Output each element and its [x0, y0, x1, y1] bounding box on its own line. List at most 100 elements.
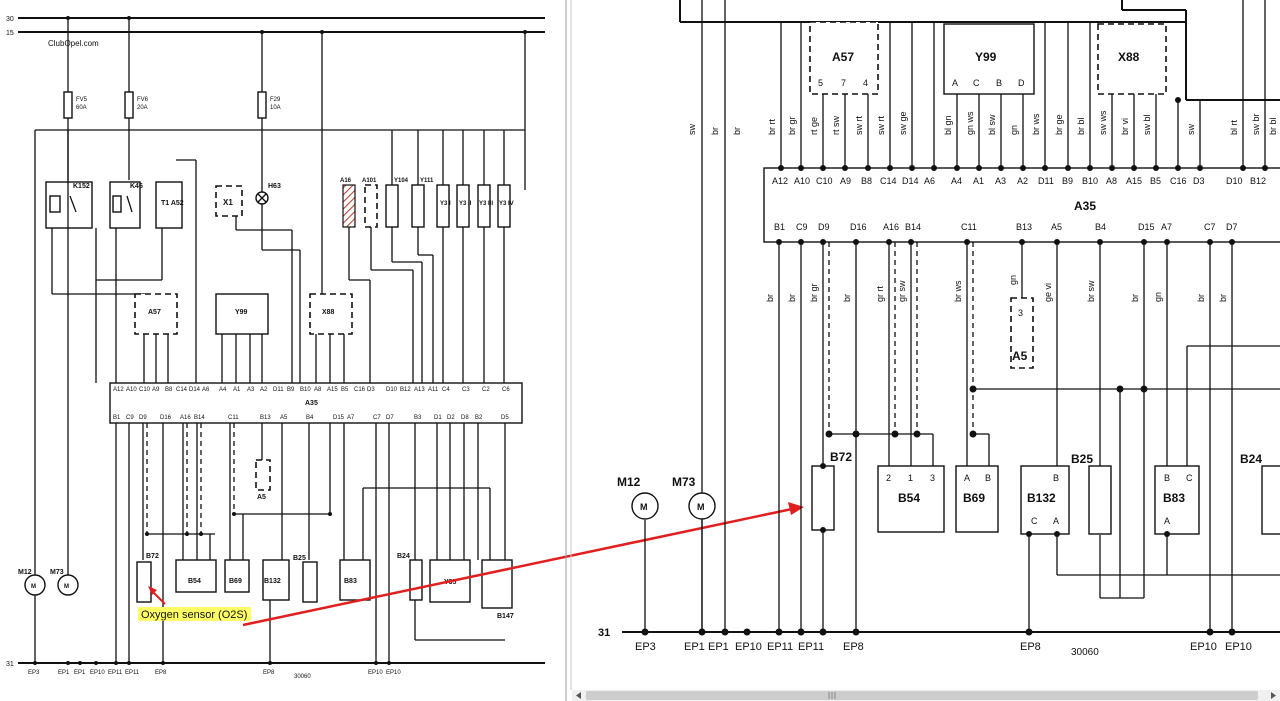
sensor-b132-left: B132: [262, 559, 290, 601]
svg-text:C14: C14: [880, 176, 897, 186]
svg-text:EP10: EP10: [368, 670, 383, 676]
svg-text:A10: A10: [126, 387, 137, 393]
svg-text:B9: B9: [287, 387, 295, 393]
fuse-f29: F29 10A: [257, 91, 281, 119]
svg-text:X88: X88: [322, 309, 335, 316]
svg-text:A6: A6: [924, 176, 935, 186]
svg-text:C7: C7: [1204, 222, 1216, 232]
svg-text:B12: B12: [400, 387, 411, 393]
top-wire-color-labels: sw br br br rt br gr rt ge rt sw sw rt s…: [687, 110, 1278, 135]
svg-text:sw: sw: [687, 124, 697, 136]
svg-text:K152: K152: [73, 183, 90, 190]
ground-rail-31: 31 EP3 EP1 EP1 EP10 EP11 EP11 EP8 EP8 EP…: [598, 627, 1280, 658]
svg-text:FV6: FV6: [137, 97, 149, 103]
sensor-b69: A B B69: [955, 465, 999, 533]
svg-text:A: A: [952, 78, 958, 88]
rail-30-label: 30: [6, 16, 14, 23]
scroll-right-arrow-icon[interactable]: [1271, 692, 1276, 699]
svg-text:Y99: Y99: [235, 309, 248, 316]
svg-text:D7: D7: [1226, 222, 1238, 232]
motor-m12: M M12: [617, 475, 659, 520]
svg-text:gr sw: gr sw: [897, 280, 907, 302]
svg-text:A12: A12: [113, 387, 124, 393]
svg-text:sw rt: sw rt: [876, 116, 886, 135]
component-x1: X1: [215, 185, 243, 217]
svg-text:bl gn: bl gn: [943, 115, 953, 135]
svg-text:A: A: [1053, 516, 1059, 526]
svg-text:gn: gn: [1153, 292, 1163, 302]
svg-text:D14: D14: [189, 387, 201, 393]
svg-text:rt ge: rt ge: [809, 117, 819, 135]
injector-y3-3: Y3 III: [477, 184, 493, 228]
connector-a5-left: A5: [255, 459, 271, 501]
svg-text:B8: B8: [861, 176, 872, 186]
svg-text:EP3: EP3: [635, 641, 656, 653]
svg-text:D14: D14: [902, 176, 919, 186]
svg-text:EP8: EP8: [1020, 641, 1041, 653]
sensor-b25: B25: [1071, 452, 1112, 535]
svg-text:D9: D9: [139, 415, 147, 421]
svg-text:EP8: EP8: [843, 641, 864, 653]
svg-text:D11: D11: [273, 387, 284, 393]
svg-text:A9: A9: [840, 176, 851, 186]
svg-text:C2: C2: [482, 387, 490, 393]
svg-text:B: B: [1053, 473, 1059, 483]
svg-text:EP1: EP1: [74, 670, 86, 676]
svg-text:B83: B83: [1163, 491, 1185, 505]
svg-text:B54: B54: [898, 491, 920, 505]
svg-text:A5: A5: [1012, 349, 1028, 363]
svg-text:sw: sw: [1186, 124, 1196, 136]
svg-text:FV5: FV5: [76, 97, 88, 103]
svg-text:K46: K46: [130, 183, 143, 190]
left-diagram-panel: 30 15 31 ClubOpel.com FV5 60A FV6 20A F2: [6, 16, 545, 680]
svg-text:D3: D3: [367, 387, 375, 393]
svg-text:A16: A16: [340, 178, 352, 184]
svg-text:M12: M12: [617, 475, 641, 489]
svg-text:2: 2: [886, 473, 891, 483]
svg-text:A5: A5: [1051, 222, 1062, 232]
svg-text:C9: C9: [126, 415, 134, 421]
horizontal-scrollbar[interactable]: [572, 690, 1280, 701]
svg-text:gn: gn: [1009, 125, 1019, 135]
svg-text:gr rt: gr rt: [875, 286, 885, 303]
svg-text:br: br: [1130, 294, 1140, 302]
sensor-b24-left: B24: [397, 553, 423, 601]
svg-text:M: M: [31, 584, 36, 590]
svg-text:br gr: br gr: [787, 116, 797, 135]
fuse-fv5: FV5 60A: [63, 91, 88, 119]
svg-text:D11: D11: [1038, 176, 1054, 186]
scrollbar-thumb[interactable]: [586, 691, 1258, 700]
svg-text:B132: B132: [1027, 491, 1056, 505]
svg-text:B83: B83: [344, 578, 357, 585]
injector-y3-1: Y3 I: [436, 184, 451, 228]
connector-a5: 3 A5: [1010, 297, 1034, 369]
svg-text:Y104: Y104: [394, 178, 409, 184]
svg-text:H63: H63: [268, 183, 281, 190]
svg-text:D: D: [1018, 78, 1025, 88]
svg-text:D10: D10: [1226, 176, 1243, 186]
svg-text:A: A: [1164, 516, 1170, 526]
svg-text:A15: A15: [1126, 176, 1142, 186]
svg-text:20A: 20A: [137, 105, 148, 111]
svg-text:B8: B8: [165, 387, 173, 393]
svg-text:A1: A1: [233, 387, 241, 393]
svg-text:br: br: [1218, 294, 1228, 302]
scroll-left-arrow-icon[interactable]: [576, 692, 581, 699]
svg-text:B25: B25: [293, 555, 306, 562]
svg-text:A101: A101: [362, 178, 377, 184]
svg-text:br ws: br ws: [953, 280, 963, 302]
svg-text:A9: A9: [152, 387, 160, 393]
svg-text:M: M: [64, 584, 69, 590]
sensor-b72-left: B72: [136, 553, 159, 603]
ecu-top-wires: [701, 0, 1266, 632]
svg-text:B4: B4: [1095, 222, 1106, 232]
svg-text:D8: D8: [461, 415, 469, 421]
svg-text:EP1: EP1: [684, 641, 705, 653]
svg-text:C: C: [1031, 516, 1038, 526]
svg-text:EP11: EP11: [125, 670, 140, 676]
lamp-h63: H63: [255, 183, 281, 205]
svg-text:A8: A8: [1106, 176, 1117, 186]
svg-text:D5: D5: [501, 415, 509, 421]
svg-text:B1: B1: [774, 222, 785, 232]
svg-text:A8: A8: [314, 387, 322, 393]
